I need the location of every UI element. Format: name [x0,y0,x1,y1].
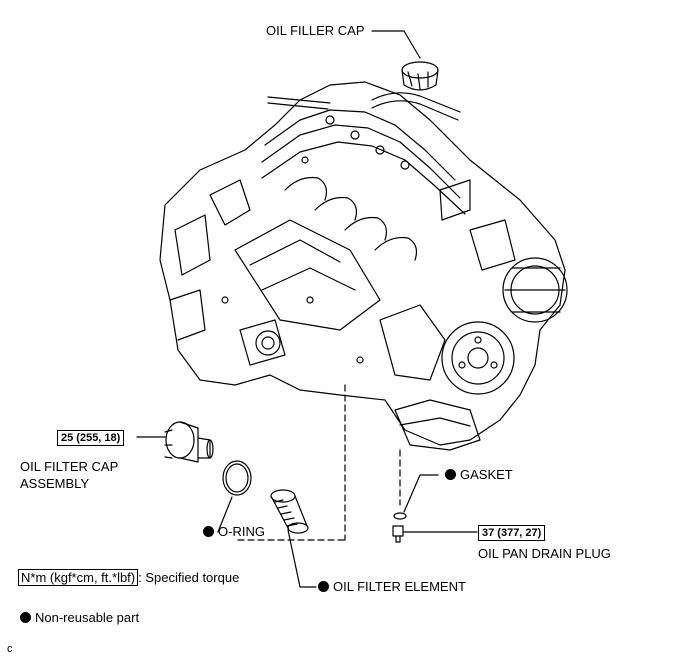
label-o-ring: O-RING [203,524,265,540]
installation-lines [237,384,401,541]
crankshaft-pulley [441,321,515,395]
drain-plug-part [392,525,404,543]
engine-block [159,81,566,451]
oil-filler-cap-leader [371,30,421,59]
oil-filler-cap-part [401,61,439,91]
non-reusable-dot-icon [445,469,456,480]
timing-gear [502,257,568,323]
oil-filter-element-part [270,489,309,534]
non-reusable-dot-icon [20,612,31,623]
o-ring-leader [217,496,233,533]
legend-torque: N*m (kgf*cm, ft.*lbf): Specified torque [18,569,240,586]
label-oil-filter-cap-line1: OIL FILTER CAP [20,459,119,474]
o-ring-text: O-RING [218,524,265,539]
legend-torque-unit: N*m (kgf*cm, ft.*lbf) [18,569,139,586]
gasket-leader [403,474,439,513]
legend-torque-desc: : Specified torque [138,570,240,585]
legend-non-reusable-text: Non-reusable part [35,610,140,625]
oil-filter-cap-assembly-part [164,421,214,463]
legend-non-reusable: Non-reusable part [20,610,139,626]
non-reusable-dot-icon [318,581,329,592]
label-oil-filler-cap: OIL FILLER CAP [266,23,365,38]
oil-filter-element-text: OIL FILTER ELEMENT [333,579,466,594]
label-oil-filter-element: OIL FILTER ELEMENT [318,579,466,595]
oil-filter-element-leader [287,529,317,588]
label-gasket: GASKET [445,467,513,483]
torque-box-filter-cap: 25 (255, 18) [57,430,125,446]
o-ring-part [222,460,252,496]
label-oil-filter-cap-line2: ASSEMBLY [20,476,90,491]
label-oil-pan-drain-plug: OIL PAN DRAIN PLUG [478,546,611,561]
gasket-text: GASKET [460,467,513,482]
gasket-part [393,512,407,520]
torque-box-drain-plug: 37 (377, 27) [478,525,546,541]
non-reusable-dot-icon [203,526,214,537]
corner-code: c [7,643,13,655]
